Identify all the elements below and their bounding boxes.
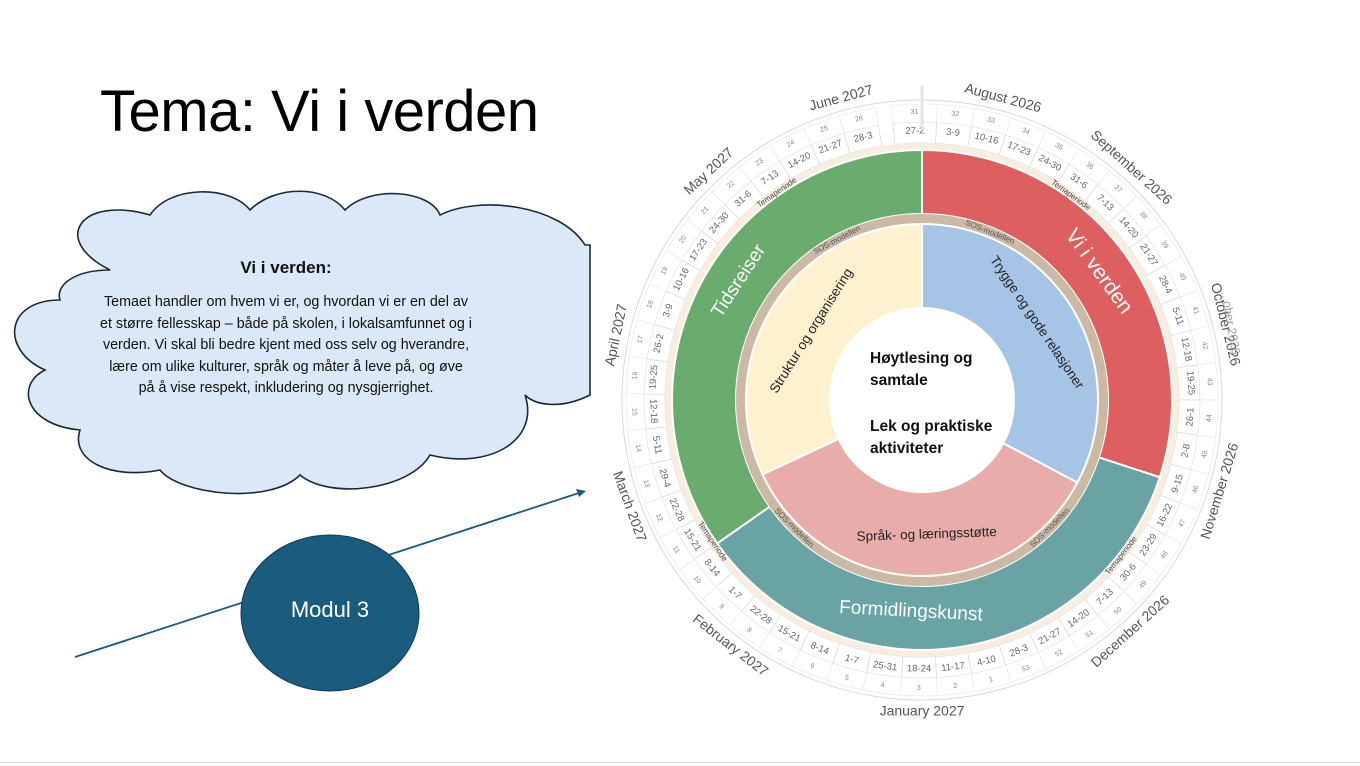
week-number-label: 40 xyxy=(1177,272,1187,282)
wheel-center-text: Høytlesing og samtale Lek og praktiske a… xyxy=(870,348,1010,460)
week-number-label: 32 xyxy=(951,110,960,118)
week-number-label: 2 xyxy=(953,683,958,690)
week-number-label: 44 xyxy=(1206,414,1213,422)
week-number-label: 45 xyxy=(1201,450,1209,459)
week-number-label: 9 xyxy=(717,603,725,611)
week-number-label: 52 xyxy=(1054,649,1064,659)
week-number-label: 51 xyxy=(1085,629,1095,639)
week-number-label: 10 xyxy=(692,575,702,586)
week-number-label: 37 xyxy=(1112,184,1123,195)
week-range-label: 1-7 xyxy=(844,653,860,667)
week-number-label: 35 xyxy=(1054,142,1064,152)
week-number-label: 48 xyxy=(1160,550,1170,560)
bottom-border xyxy=(0,762,1360,763)
week-range-label: 19-25 xyxy=(1184,371,1197,396)
week-number-label: 41 xyxy=(1191,306,1200,316)
week-number-label: 21 xyxy=(700,205,710,216)
week-number-label: 20 xyxy=(678,234,688,244)
week-range-label: 26-2 xyxy=(652,333,667,354)
week-number-label: 25 xyxy=(819,125,829,134)
week-range-label: 2-8 xyxy=(1179,443,1192,459)
week-range-label: 29-4 xyxy=(657,467,673,488)
week-number-label: 33 xyxy=(986,116,995,125)
week-range-label: 5-11 xyxy=(1170,306,1186,327)
week-range-label: 26-1 xyxy=(1184,407,1196,427)
week-number-label: 14 xyxy=(634,444,642,453)
week-number-label: 8 xyxy=(745,627,752,635)
cloud-shape xyxy=(13,190,591,495)
week-number-label: 12 xyxy=(654,513,664,523)
week-range-label: 3-9 xyxy=(661,302,676,319)
week-number-label: 39 xyxy=(1159,240,1169,250)
week-range-label: 27-2 xyxy=(905,125,924,136)
week-range-label: 4-10 xyxy=(976,654,997,669)
week-number-label: 42 xyxy=(1200,341,1208,350)
week-number-label: 3 xyxy=(917,685,921,692)
inner-label-language: Språk- og læringsstøtte xyxy=(856,524,997,544)
week-number-cell xyxy=(838,107,879,134)
week-number-label: 36 xyxy=(1084,161,1094,171)
week-number-label: 53 xyxy=(1021,664,1031,673)
center-line-4: aktiviteter xyxy=(870,440,944,457)
slide-title: Tema: Vi i verden xyxy=(100,79,539,144)
week-range-label: 25-31 xyxy=(872,659,898,673)
week-number-label: 43 xyxy=(1205,378,1212,386)
center-line-2: samtale xyxy=(870,372,928,389)
center-disc xyxy=(830,308,1014,492)
week-number-label: 49 xyxy=(1138,580,1148,591)
week-number-label: 24 xyxy=(786,139,796,149)
cloud-text: Vi i verden: Temaet handler om hvem vi e… xyxy=(100,258,472,400)
week-number-label: 4 xyxy=(880,682,885,689)
week-number-label: 5 xyxy=(844,674,850,682)
arrow-head xyxy=(576,489,586,497)
center-line-3: Lek og praktiske xyxy=(870,418,993,435)
week-number-label: 34 xyxy=(1021,127,1031,136)
week-range-label: 12-18 xyxy=(647,399,659,424)
week-range-label: 12-18 xyxy=(1178,336,1193,362)
week-number-label: 15 xyxy=(630,408,637,416)
week-number-label: 6 xyxy=(809,663,815,671)
week-number-label: 26 xyxy=(855,115,864,124)
center-line-1: Høytlesing og xyxy=(870,350,973,367)
cloud-heading: Vi i verden: xyxy=(240,258,332,277)
week-number-label: 11 xyxy=(671,545,681,555)
week-number-label: 23 xyxy=(754,157,764,167)
week-range-label: 3-9 xyxy=(946,127,961,140)
cloud-body: Temaet handler om hvem vi er, og hvordan… xyxy=(100,294,472,396)
week-number-label: 16 xyxy=(632,371,640,379)
week-number-label: 47 xyxy=(1178,518,1188,528)
week-number-label: 13 xyxy=(642,479,651,489)
module-label[interactable]: Modul 3 xyxy=(290,597,370,622)
week-number-label: 50 xyxy=(1113,606,1124,617)
week-number-label: 38 xyxy=(1138,210,1148,221)
week-range-label: 19-25 xyxy=(647,365,660,390)
week-number-label: 18 xyxy=(646,300,655,310)
week-number-label: 46 xyxy=(1191,485,1200,495)
week-number-label: 22 xyxy=(726,180,737,190)
week-number-label: 31 xyxy=(910,109,918,116)
week-range-label: 28-3 xyxy=(853,130,874,145)
week-number-label: 17 xyxy=(637,335,646,344)
week-range-label: 5-11 xyxy=(650,435,664,455)
week-number-label: 19 xyxy=(660,266,670,276)
inner-sectors xyxy=(745,222,1099,577)
week-range-label: 11-17 xyxy=(941,660,966,674)
month-label: January 2027 xyxy=(880,703,965,719)
week-range-label: 18-24 xyxy=(907,663,931,674)
module-circle[interactable] xyxy=(240,534,420,692)
week-number-cell xyxy=(890,103,938,124)
week-number-label: 7 xyxy=(776,647,783,655)
week-number-label: 1 xyxy=(988,676,994,684)
